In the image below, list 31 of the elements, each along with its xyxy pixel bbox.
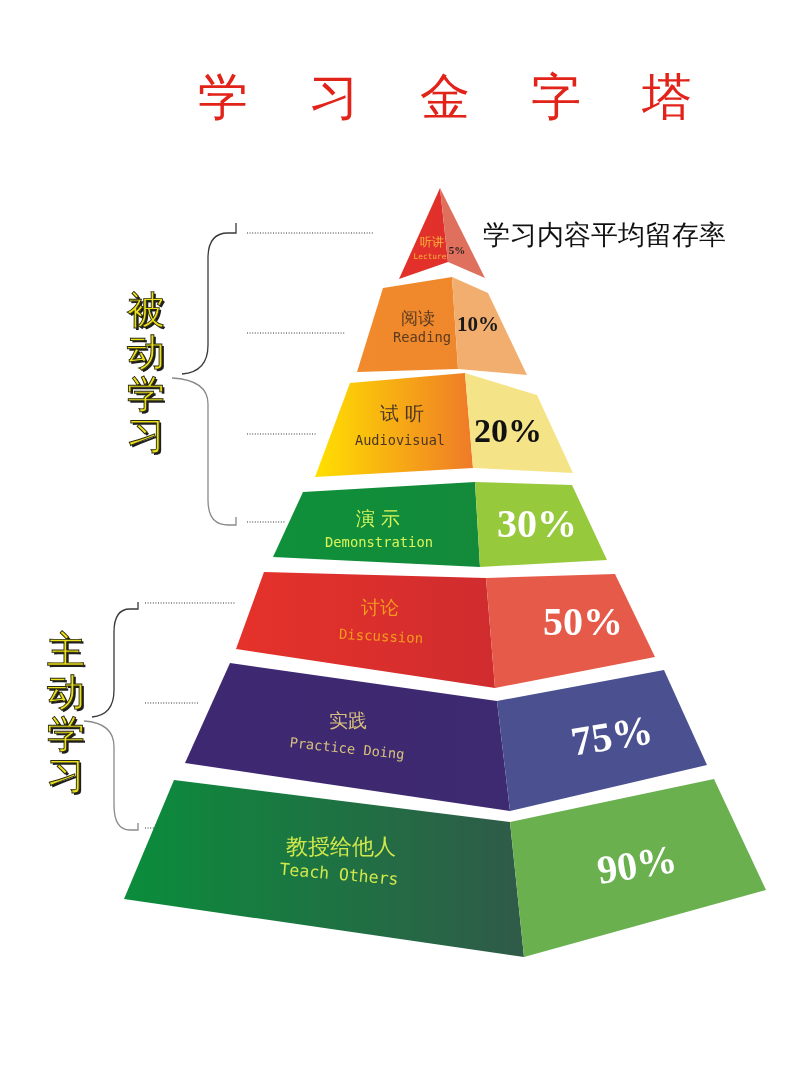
tier-subtitle: Teach Others [278,861,400,889]
pyramid-tier [357,277,527,375]
pyramid-tier [315,373,573,477]
tier-title: 听讲 [420,237,444,249]
tier-subtitle: Audiovisual [355,434,445,448]
tier-title: 演 示 [356,508,400,528]
tier-title: 阅读 [401,309,435,327]
retention-percent: 30% [497,504,577,544]
retention-percent: 20% [474,414,542,448]
retention-percent: 5% [448,244,466,256]
pyramid-tier [185,663,707,811]
title: 学习金字塔 [198,72,753,122]
tier-title: 讨论 [361,597,399,617]
pyramid-tier [124,779,766,957]
retention-percent: 50% [543,602,623,642]
retention-percent: 75% [568,709,656,763]
pyramid-tier [273,482,607,567]
pyramid-tier [399,188,485,279]
tier-title: 实践 [329,710,367,730]
tier-subtitle: Demonstration [325,536,433,550]
tier-subtitle: Practice Doing [288,736,406,762]
tier-title: 教授给他人 [286,836,396,858]
tier-title: 试 听 [380,403,424,423]
retention-percent: 90% [594,839,680,891]
tier-subtitle: Discussion [338,626,424,646]
retention-percent: 10% [457,313,499,335]
group-label: 被动学习 [127,290,165,458]
pyramid-tier [236,572,655,688]
tier-subtitle: Reading [392,331,452,345]
group-label: 主动学习 [47,630,85,798]
column-heading: 学习内容平均留存率 [483,221,726,248]
